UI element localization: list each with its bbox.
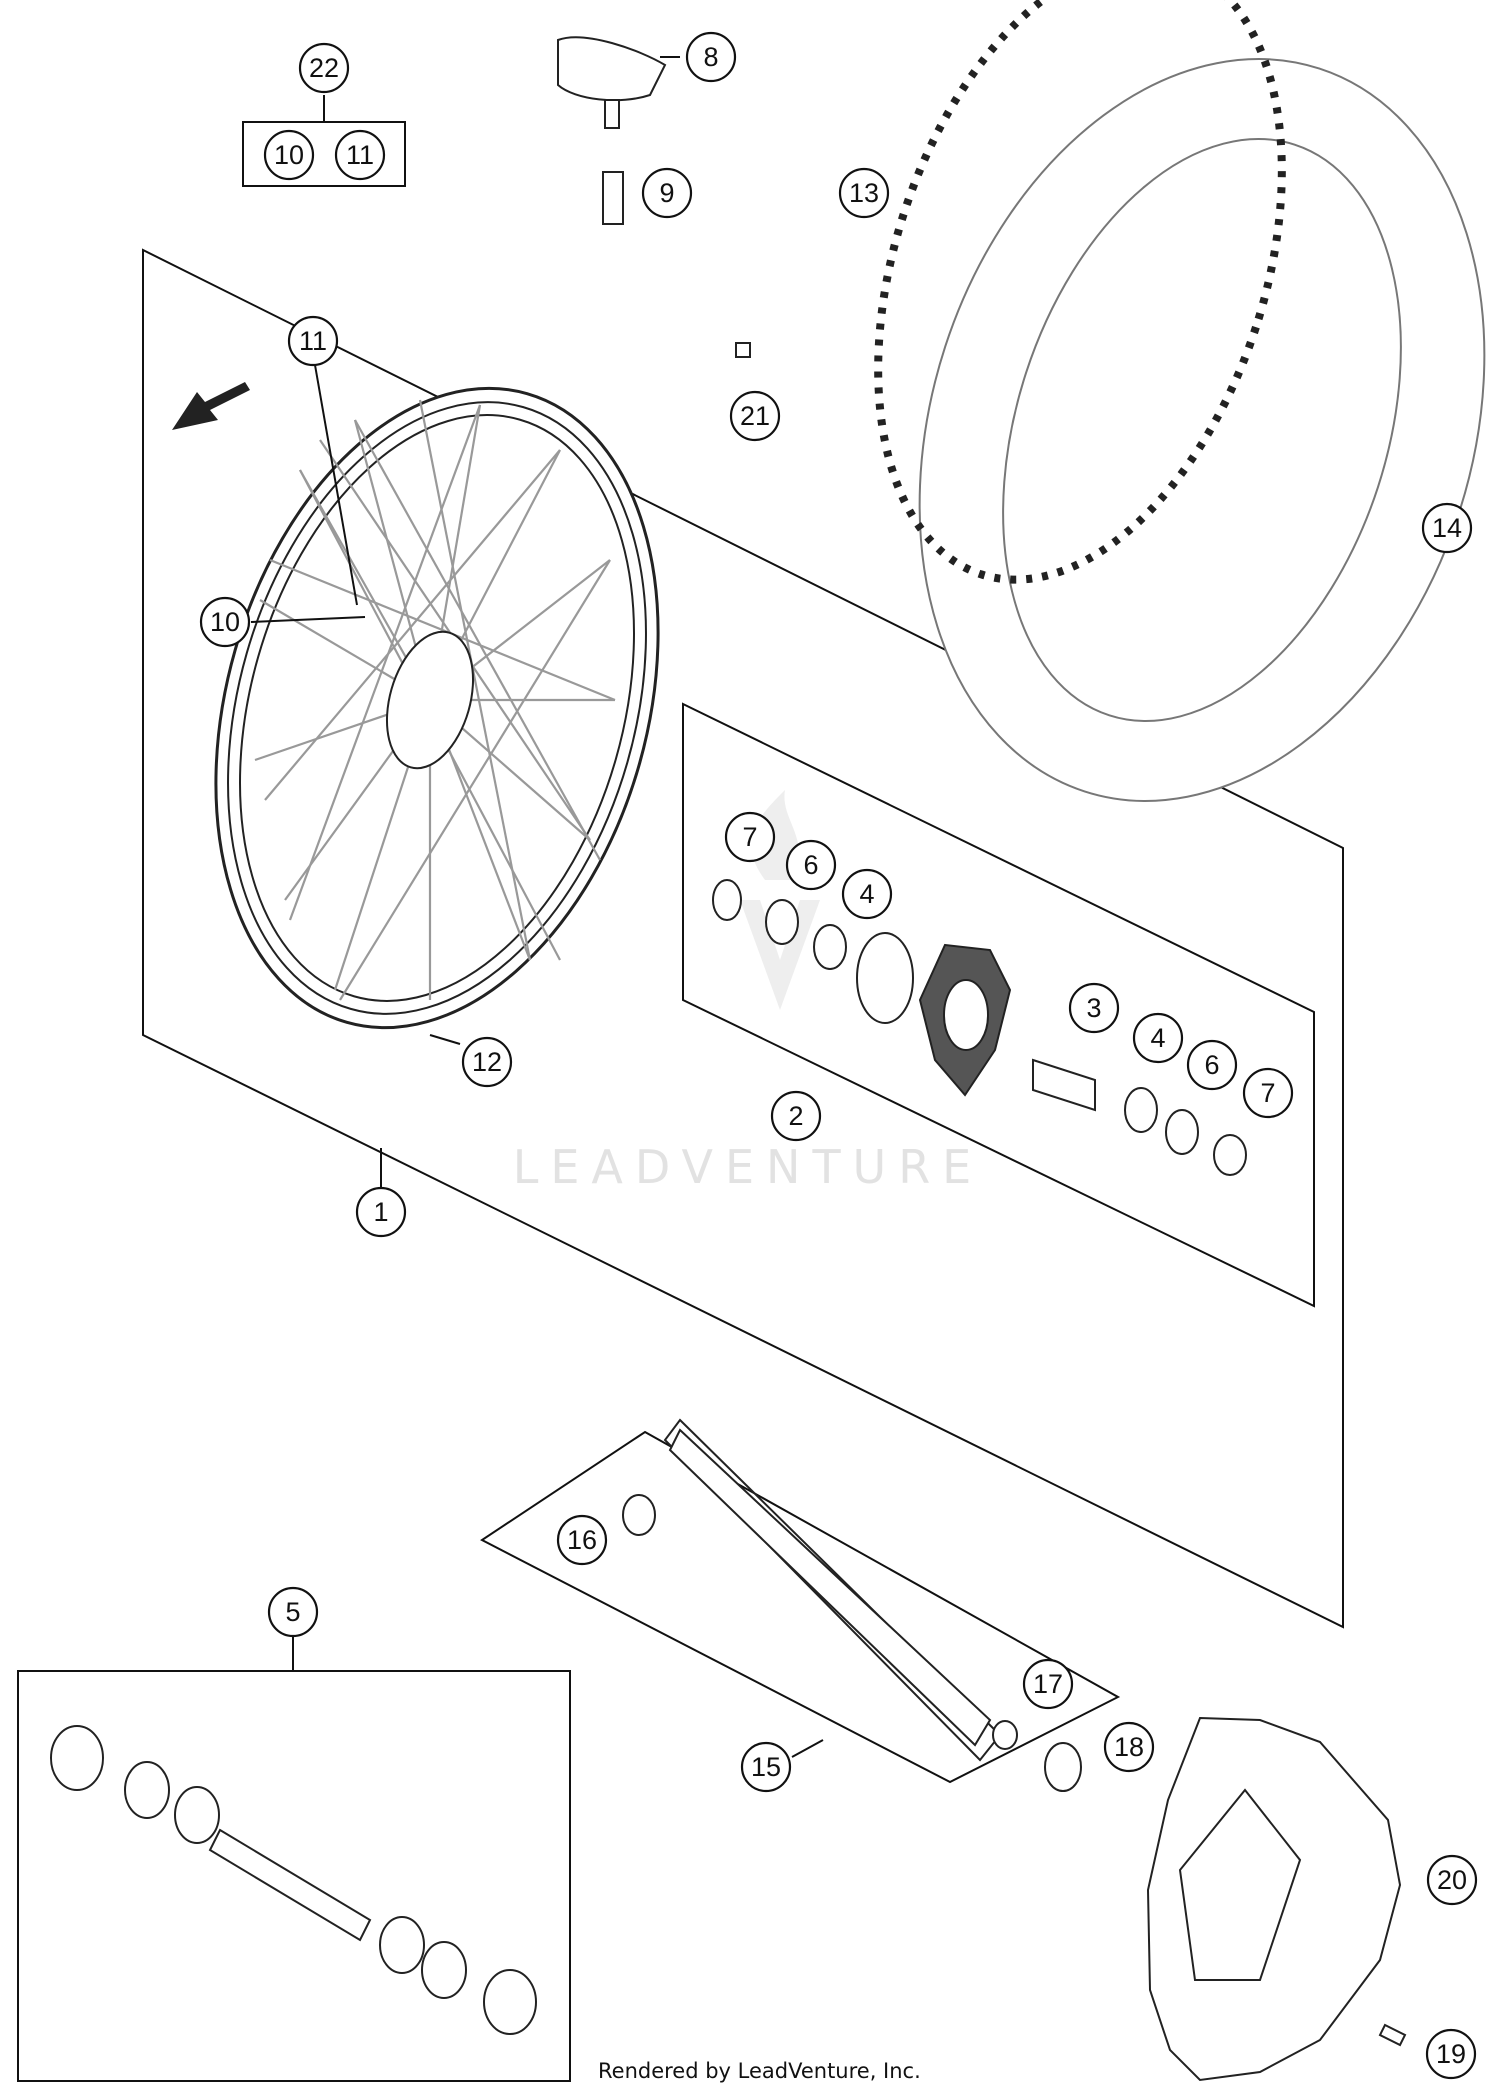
rotation-arrow-icon: [172, 382, 250, 430]
callout-2: 2: [770, 1090, 822, 1142]
svg-text:3: 3: [1086, 993, 1101, 1023]
svg-text:20: 20: [1437, 1865, 1467, 1895]
spoked-wheel: [214, 386, 660, 1030]
callout-19: 19: [1425, 2028, 1477, 2080]
footer-credit: Rendered by LeadVenture, Inc.: [598, 2059, 921, 2083]
svg-text:21: 21: [740, 401, 770, 431]
svg-text:15: 15: [751, 1752, 781, 1782]
callout-3: 3: [1068, 982, 1120, 1034]
svg-text:19: 19: [1436, 2039, 1466, 2069]
callout-16: 16: [556, 1514, 608, 1566]
svg-text:14: 14: [1432, 513, 1462, 543]
callout-1: 1: [355, 1186, 407, 1238]
callout-8: 8: [685, 31, 737, 83]
callout-15: 15: [740, 1741, 792, 1793]
svg-text:13: 13: [849, 178, 879, 208]
tyre: [918, 58, 1486, 802]
svg-text:7: 7: [1260, 1078, 1275, 1108]
svg-text:10: 10: [210, 607, 240, 637]
watermark-text: LEADVENTURE: [513, 1140, 984, 1194]
callout-10-wheel: 10: [199, 596, 251, 648]
bolt-part: [1378, 2023, 1407, 2047]
svg-text:6: 6: [803, 850, 818, 880]
callout-6-right: 6: [1186, 1039, 1238, 1091]
callout-9: 9: [641, 167, 693, 219]
svg-text:8: 8: [703, 42, 718, 72]
callout-20: 20: [1426, 1854, 1478, 1906]
svg-text:11: 11: [346, 140, 374, 170]
callout-6-left: 6: [785, 839, 837, 891]
axle-assembly-box: [480, 1430, 1121, 1784]
callout-12: 12: [461, 1036, 513, 1088]
axle-parts: [622, 1418, 1082, 1792]
callout-13: 13: [838, 167, 890, 219]
svg-text:6: 6: [1204, 1050, 1219, 1080]
callout-11-wheel: 11: [287, 315, 339, 367]
svg-text:5: 5: [285, 1597, 300, 1627]
callout-18: 18: [1103, 1721, 1155, 1773]
callout-5: 5: [267, 1586, 319, 1638]
callout-11: 11: [334, 129, 386, 181]
hub-assembly-box: [682, 702, 1315, 1308]
svg-text:1: 1: [373, 1197, 388, 1227]
svg-text:11: 11: [299, 326, 327, 356]
callout-7-right: 7: [1242, 1067, 1294, 1119]
svg-text:12: 12: [472, 1047, 502, 1077]
svg-text:18: 18: [1114, 1732, 1144, 1762]
svg-text:2: 2: [788, 1101, 803, 1131]
callout-22: 22: [298, 42, 350, 94]
svg-text:4: 4: [859, 879, 874, 909]
svg-text:9: 9: [659, 178, 674, 208]
callout-14: 14: [1421, 502, 1473, 554]
valve: [557, 36, 667, 225]
hub-parts: [712, 879, 1247, 1176]
svg-text:10: 10: [274, 140, 304, 170]
wheel-assembly-box: [142, 248, 1344, 1629]
callout-21: 21: [729, 390, 781, 442]
bearing-kit-parts: [50, 1725, 537, 2035]
svg-text:22: 22: [309, 53, 339, 83]
callout-7-left: 7: [724, 811, 776, 863]
callout-17: 17: [1022, 1658, 1074, 1710]
svg-text:16: 16: [567, 1525, 597, 1555]
svg-text:17: 17: [1033, 1669, 1063, 1699]
svg-text:4: 4: [1150, 1023, 1165, 1053]
callout-4-left: 4: [841, 868, 893, 920]
brake-disc: [1146, 1716, 1402, 2082]
svg-text:7: 7: [742, 822, 757, 852]
callout-4-right: 4: [1132, 1012, 1184, 1064]
rim-band: [874, 0, 1286, 584]
callout-10: 10: [263, 129, 315, 181]
nipple-part: [735, 342, 751, 358]
